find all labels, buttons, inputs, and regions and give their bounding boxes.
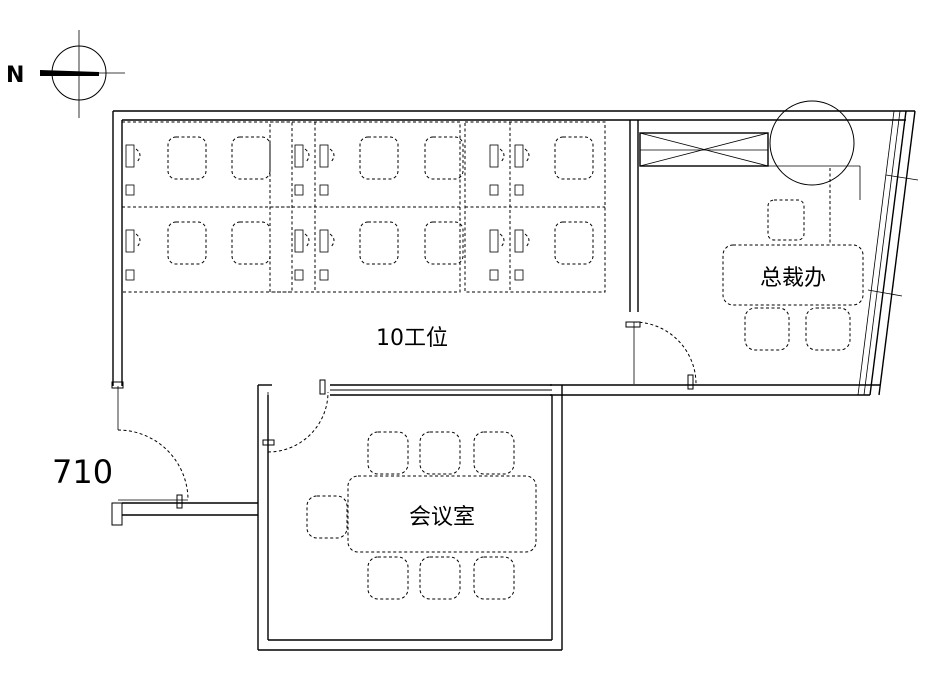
unit-number: 710 (52, 453, 113, 491)
chair-icon (424, 221, 464, 265)
north-arrow-icon: N (6, 30, 125, 118)
plant-icon (769, 100, 855, 186)
chair-icon (231, 136, 271, 180)
chair-icon (424, 136, 464, 180)
cpu-icon (125, 184, 135, 196)
cpu-icon (489, 184, 499, 196)
keyboard-icon (499, 148, 505, 164)
chair-icon (167, 136, 207, 180)
cpu-icon (125, 269, 135, 281)
monitor-icon (489, 229, 499, 253)
cpu-icon (294, 184, 304, 196)
keyboard-icon (329, 148, 335, 164)
cpu-icon (514, 184, 524, 196)
monitor-icon (319, 229, 329, 253)
keyboard-icon (135, 148, 141, 164)
keyboard-icon (329, 233, 335, 249)
monitor-icon (489, 144, 499, 168)
chair-icon (554, 221, 594, 265)
keyboard-icon (135, 233, 141, 249)
open-office-label: 10工位 (376, 326, 448, 351)
doors (117, 321, 697, 509)
cpu-icon (319, 184, 329, 196)
monitor-icon (319, 144, 329, 168)
outer-walls (111, 110, 919, 526)
chair-icon (167, 221, 207, 265)
keyboard-icon (499, 233, 505, 249)
meeting-room-label: 会议室 (409, 505, 475, 530)
cpu-icon (514, 269, 524, 281)
chair-icon (359, 221, 399, 265)
monitor-icon (125, 144, 135, 168)
cpu-icon (489, 269, 499, 281)
ceo-office-walls (625, 100, 861, 328)
keyboard-icon (524, 233, 530, 249)
meeting-table: 会议室 (306, 431, 537, 600)
keyboard-icon (304, 233, 310, 249)
monitor-icon (514, 229, 524, 253)
meeting-room-walls (257, 384, 563, 651)
ceo-office-label: 总裁办 (760, 266, 826, 291)
desk-block (464, 121, 606, 293)
keyboard-icon (304, 148, 310, 164)
cpu-icon (319, 269, 329, 281)
workstation-desks (121, 121, 606, 293)
monitor-icon (514, 144, 524, 168)
monitor-icon (294, 144, 304, 168)
monitor-icon (294, 229, 304, 253)
keyboard-icon (524, 148, 530, 164)
cpu-icon (294, 269, 304, 281)
ceo-desk: 总裁办 (722, 168, 864, 351)
chair-icon (231, 221, 271, 265)
chair-icon (359, 136, 399, 180)
north-letter: N (6, 63, 24, 88)
chair-icon (554, 136, 594, 180)
monitor-icon (125, 229, 135, 253)
